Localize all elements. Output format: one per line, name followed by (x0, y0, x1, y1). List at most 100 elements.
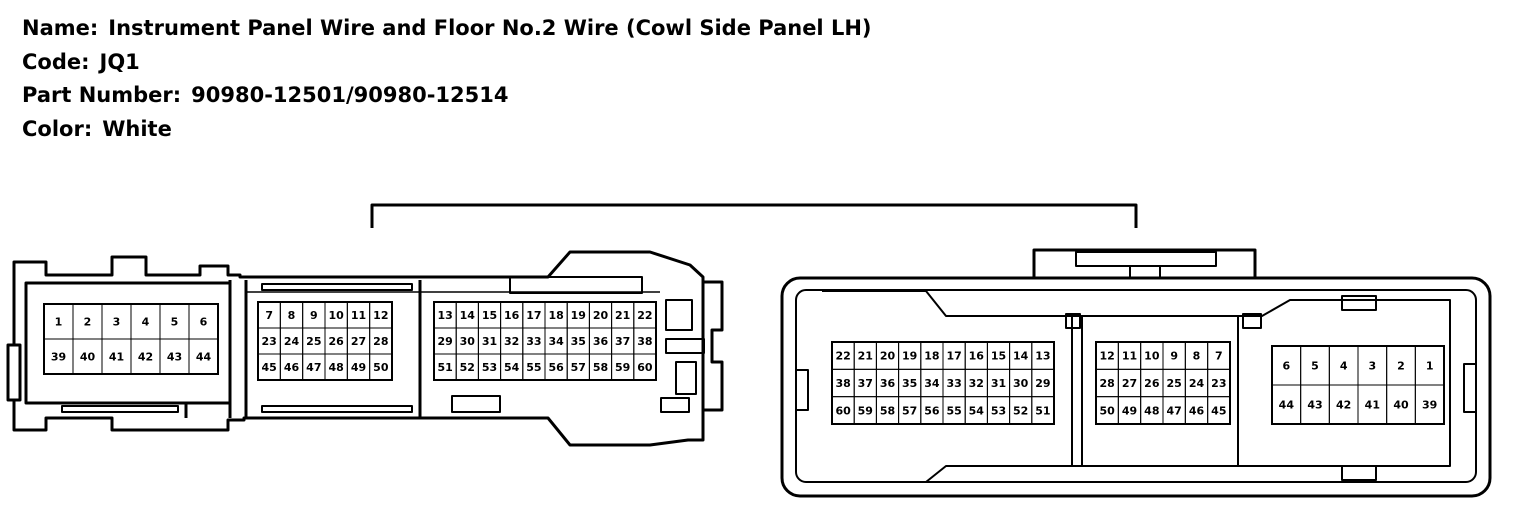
pin-number: 20 (593, 309, 609, 322)
pin-number: 19 (571, 309, 586, 322)
pin-number: 59 (858, 404, 873, 417)
pin-number: 42 (1336, 399, 1351, 412)
pin-number: 37 (615, 335, 630, 348)
color-value: White (102, 116, 172, 141)
pin-number: 38 (835, 377, 850, 390)
pin-number: 11 (351, 309, 366, 322)
pin-number: 60 (835, 404, 851, 417)
part-number-value: 90980-12501/90980-12514 (191, 83, 509, 107)
part-number-row: Part Number: 90980-12501/90980-12514 (22, 79, 872, 113)
pin-number: 9 (1170, 350, 1178, 363)
pin-number: 10 (329, 309, 345, 322)
name-row: Name:Instrument Panel Wire and Floor No.… (22, 12, 872, 46)
pin-number: 48 (1144, 404, 1159, 417)
pin-number: 30 (460, 335, 476, 348)
pin-number: 9 (310, 309, 318, 322)
pin-number: 56 (548, 361, 564, 374)
pin-number: 11 (1122, 350, 1137, 363)
pin-number: 16 (969, 350, 985, 363)
pin-number: 30 (1013, 377, 1029, 390)
pin-number: 12 (373, 309, 388, 322)
pin-number: 4 (142, 316, 150, 329)
pin-number: 20 (880, 350, 896, 363)
pin-number: 28 (373, 335, 388, 348)
pin-number: 23 (1211, 377, 1226, 390)
pin-number: 45 (262, 361, 277, 374)
code-label: Code: (22, 49, 90, 74)
pairing-bracket (370, 203, 1138, 228)
pin-number: 34 (924, 377, 940, 390)
pin-number: 46 (1189, 404, 1205, 417)
pin-number: 38 (637, 335, 652, 348)
pin-number: 49 (1122, 404, 1137, 417)
pin-number: 13 (1035, 350, 1050, 363)
pin-number: 47 (306, 361, 321, 374)
color-label: Color: (22, 116, 93, 141)
pin-number: 25 (306, 335, 321, 348)
pin-number: 6 (1283, 360, 1291, 373)
pin-number: 21 (858, 350, 873, 363)
pin-number: 43 (167, 351, 182, 364)
pin-number: 28 (1100, 377, 1115, 390)
pin-number: 35 (902, 377, 917, 390)
pin-number: 13 (437, 309, 452, 322)
pin-number: 21 (615, 309, 630, 322)
pin-number: 59 (615, 361, 630, 374)
pin-number: 48 (329, 361, 344, 374)
pin-number: 52 (460, 361, 475, 374)
pin-cell (188, 338, 219, 375)
pin-number: 14 (460, 309, 476, 322)
part-number-label: Part Number: (22, 83, 182, 107)
pin-number: 24 (1189, 377, 1205, 390)
pin-number: 4 (1340, 360, 1348, 373)
pin-number: 57 (902, 404, 917, 417)
pin-number: 55 (946, 404, 961, 417)
pin-number: 41 (1365, 399, 1380, 412)
pin-number: 44 (1279, 399, 1295, 412)
pin-number: 22 (637, 309, 652, 322)
pin-number: 57 (571, 361, 586, 374)
pin-number: 18 (924, 350, 939, 363)
pin-number: 42 (138, 351, 153, 364)
pin-number: 8 (288, 309, 296, 322)
pin-number: 39 (1422, 399, 1437, 412)
connector-info: Name:Instrument Panel Wire and Floor No.… (22, 12, 872, 146)
pin-number: 51 (1035, 404, 1050, 417)
pin-number: 50 (1100, 404, 1116, 417)
pin-number: 3 (113, 316, 121, 329)
pin-number: 5 (171, 316, 179, 329)
pin-number: 46 (284, 361, 300, 374)
pin-number: 34 (548, 335, 564, 348)
pin-number: 35 (571, 335, 586, 348)
pin-number: 24 (284, 335, 300, 348)
pin-number: 32 (504, 335, 519, 348)
pin-cell (633, 353, 657, 381)
pin-number: 8 (1193, 350, 1201, 363)
pin-number: 56 (924, 404, 940, 417)
pin-number: 27 (351, 335, 366, 348)
pin-number: 19 (902, 350, 917, 363)
pin-number: 17 (946, 350, 961, 363)
pin-number: 5 (1311, 360, 1319, 373)
pin-number: 2 (84, 316, 92, 329)
pin-number: 6 (200, 316, 208, 329)
pin-cell (1414, 384, 1445, 425)
pin-number: 54 (504, 361, 520, 374)
pin-number: 29 (1035, 377, 1050, 390)
pin-number: 18 (548, 309, 563, 322)
pin-number: 44 (196, 351, 212, 364)
pin-number: 1 (1426, 360, 1434, 373)
pin-number: 51 (437, 361, 452, 374)
pin-number: 40 (80, 351, 96, 364)
pin-number: 32 (969, 377, 984, 390)
pin-number: 7 (1215, 350, 1223, 363)
pin-number: 36 (880, 377, 896, 390)
pin-number: 53 (991, 404, 1006, 417)
left-connector-housing (6, 250, 724, 447)
